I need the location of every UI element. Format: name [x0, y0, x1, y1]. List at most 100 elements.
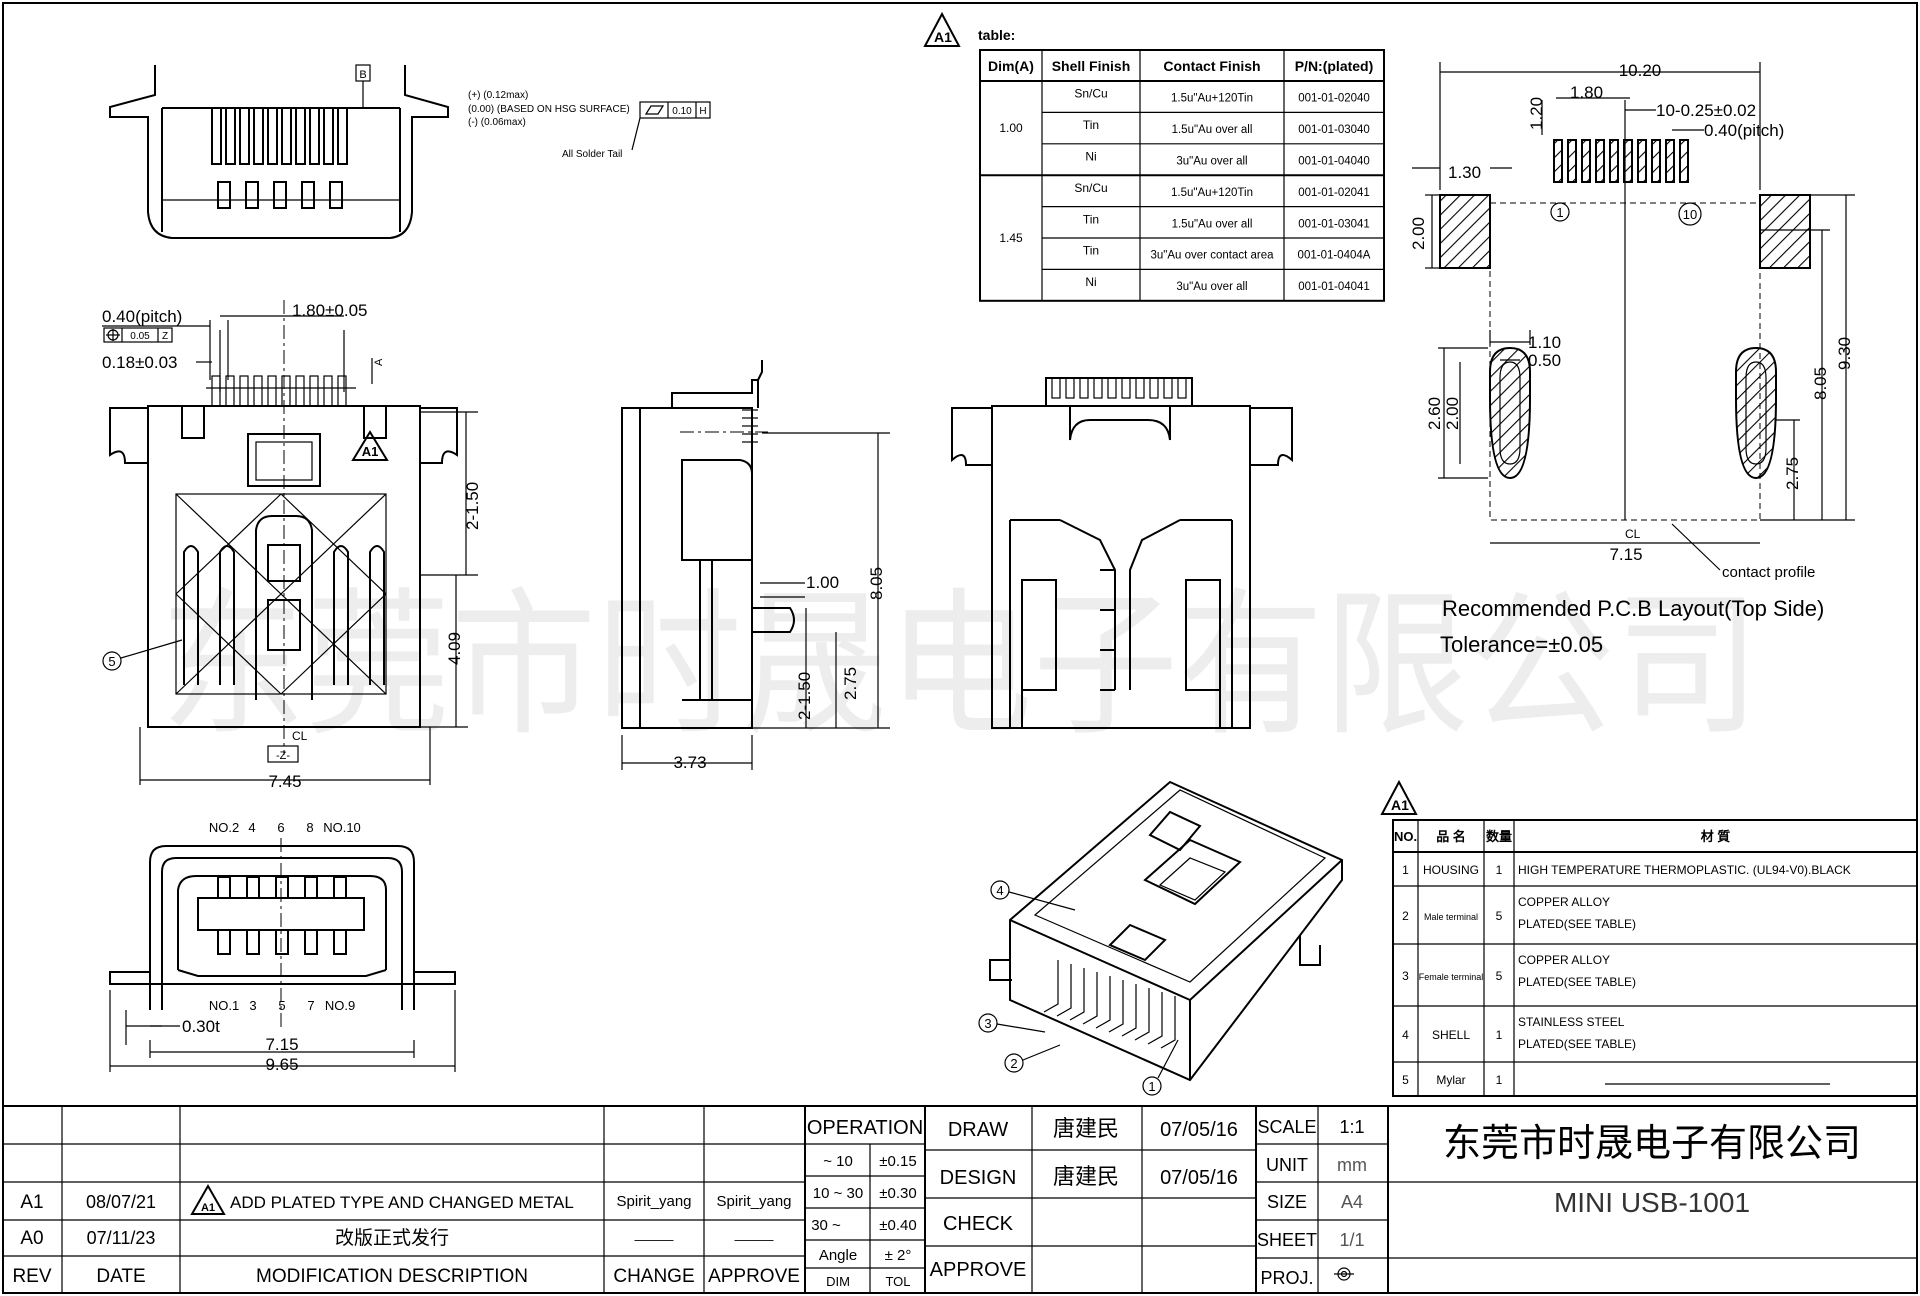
- pin-label-top-3: 6: [277, 820, 284, 835]
- watermark: 东莞市时晟电子有限公司: [160, 578, 1760, 754]
- iso-balloon-3: 3: [984, 1016, 991, 1031]
- scale-label: SCALE: [1257, 1117, 1316, 1137]
- dim-2-60: 2.60: [1425, 397, 1444, 430]
- finish-shell-cell: Sn/Cu: [1074, 181, 1107, 195]
- operation-label: OPERATION: [807, 1117, 923, 1139]
- bom-no-cell: 2: [1402, 909, 1409, 923]
- rev-row-1-mark: A1: [201, 1202, 215, 1214]
- dim-pitch-front: 0.40(pitch): [102, 307, 182, 326]
- top-contact: [211, 107, 222, 165]
- bom-qty-cell: 5: [1496, 909, 1503, 923]
- bom-qty-cell: 1: [1496, 1028, 1503, 1042]
- dim-0-50: 0.50: [1528, 351, 1561, 370]
- dim-lead-width: 0.18±0.03: [102, 353, 178, 372]
- iso-lead: [1121, 984, 1137, 1037]
- finish-dim-cell: 1.45: [999, 231, 1023, 245]
- finish-contact-cell: 3u"Au over all: [1176, 156, 1247, 168]
- pcb-pad: [1567, 139, 1577, 183]
- pin-label-bottom-1: NO.1: [209, 998, 239, 1013]
- bottom-pin-lower: [217, 929, 231, 955]
- finish-contact-cell: 1.5u"Au over all: [1172, 218, 1253, 230]
- dim-2-00-slot: 2.00: [1443, 397, 1462, 430]
- rev-header-change: CHANGE: [613, 1266, 694, 1287]
- top-contact-tail: [273, 181, 287, 209]
- draw-date: 07/05/16: [1160, 1119, 1238, 1141]
- pcb-centerline-label: CL: [1625, 527, 1641, 541]
- finish-dim-cell: 1.00: [999, 121, 1023, 135]
- rev-header-desc: MODIFICATION DESCRIPTION: [256, 1266, 528, 1287]
- design-date: 07/05/16: [1160, 1167, 1238, 1189]
- finish-contact-cell: 3u"Au over contact area: [1151, 250, 1275, 262]
- rear-contact: [1149, 377, 1159, 399]
- bom-material-cell: COPPER ALLOY: [1518, 953, 1610, 967]
- dim-2-75-side: 2.75: [841, 667, 860, 700]
- finish-pn-cell: 001-01-02040: [1298, 93, 1370, 105]
- pin-label-top-1: NO.2: [209, 820, 239, 835]
- finish-shell-cell: Tin: [1083, 118, 1099, 132]
- tol-value-2: ±0.30: [879, 1185, 916, 1202]
- dim-1-80-pcb: 1.80: [1570, 83, 1603, 102]
- design-label: DESIGN: [940, 1167, 1017, 1189]
- finish-shell-cell: Ni: [1085, 275, 1096, 289]
- bottom-pin-upper: [275, 876, 289, 899]
- dim-7-15-pcb: 7.15: [1609, 545, 1642, 564]
- top-contact-tail: [245, 181, 259, 209]
- top-contact-tail: [301, 181, 315, 209]
- front-pin: [309, 375, 319, 407]
- front-pin: [239, 375, 249, 407]
- iso-balloon-1: 1: [1148, 1079, 1155, 1094]
- iso-lead: [1147, 992, 1163, 1045]
- front-pin: [211, 375, 221, 407]
- bom-no-cell: 1: [1402, 863, 1409, 877]
- top-contact: [225, 107, 236, 165]
- bom-header: 数量: [1486, 829, 1512, 844]
- finish-table-header: Contact Finish: [1163, 58, 1260, 74]
- part-name: MINI USB-1001: [1554, 1187, 1750, 1218]
- pin-label-top-5: NO.10: [323, 820, 361, 835]
- designer-name: 唐建民: [1053, 1164, 1119, 1189]
- finish-shell-cell: Ni: [1085, 150, 1096, 164]
- front-pin: [253, 375, 263, 407]
- top-contact: [281, 107, 292, 165]
- tol-range-1: ~ 10: [823, 1153, 853, 1170]
- top-contact: [253, 107, 264, 165]
- bottom-pin-upper: [246, 876, 260, 899]
- finish-table-title: table:: [978, 27, 1015, 43]
- side-view: 8.05 1.00 2-1.50 2.75 3.73: [621, 360, 890, 772]
- bom-material-cell: COPPER ALLOY: [1518, 895, 1610, 909]
- front-pin: [295, 375, 305, 407]
- rev-row-1-approve: Spirit_yang: [716, 1193, 791, 1210]
- unit-value: mm: [1337, 1155, 1367, 1175]
- rev-row-2-change: ———: [635, 1232, 674, 1247]
- bottom-view-pins: [217, 876, 347, 955]
- company-name: 东莞市时晟电子有限公司: [1443, 1123, 1861, 1165]
- front-rev-mark: A1: [362, 444, 379, 459]
- top-contact-tail: [217, 181, 231, 209]
- front-pin: [267, 375, 277, 407]
- pin-label-top-4: 8: [306, 820, 313, 835]
- coplanarity-note-1: (+) (0.12max): [468, 90, 528, 101]
- rear-contact: [1107, 377, 1117, 399]
- bom-name-cell: Female terminal: [1419, 972, 1484, 982]
- rev-header-rev: REV: [12, 1266, 51, 1287]
- front-view-pins: [206, 375, 356, 407]
- iso-lead: [1056, 964, 1072, 1017]
- finish-pn-cell: 001-01-0404A: [1298, 250, 1371, 262]
- top-view-contacts: [211, 107, 348, 209]
- top-contact: [337, 107, 348, 165]
- size-value: A4: [1341, 1192, 1363, 1212]
- top-contact: [295, 107, 306, 165]
- pcb-pad: [1595, 139, 1605, 183]
- dim-1-50-side: 2-1.50: [795, 672, 814, 720]
- pin-label-bottom-2: 3: [249, 998, 256, 1013]
- front-view: 7.45 CL -Z- 2-1.50 4.09 1.80±0.05 0.40(p…: [102, 300, 482, 791]
- scale-value: 1:1: [1339, 1117, 1364, 1137]
- rear-contact: [1065, 377, 1075, 399]
- right-peg-slot: [1735, 346, 1777, 480]
- sheet-label: SHEET: [1257, 1230, 1317, 1250]
- iso-balloon-2: 2: [1010, 1056, 1017, 1071]
- iso-lead: [1095, 976, 1111, 1029]
